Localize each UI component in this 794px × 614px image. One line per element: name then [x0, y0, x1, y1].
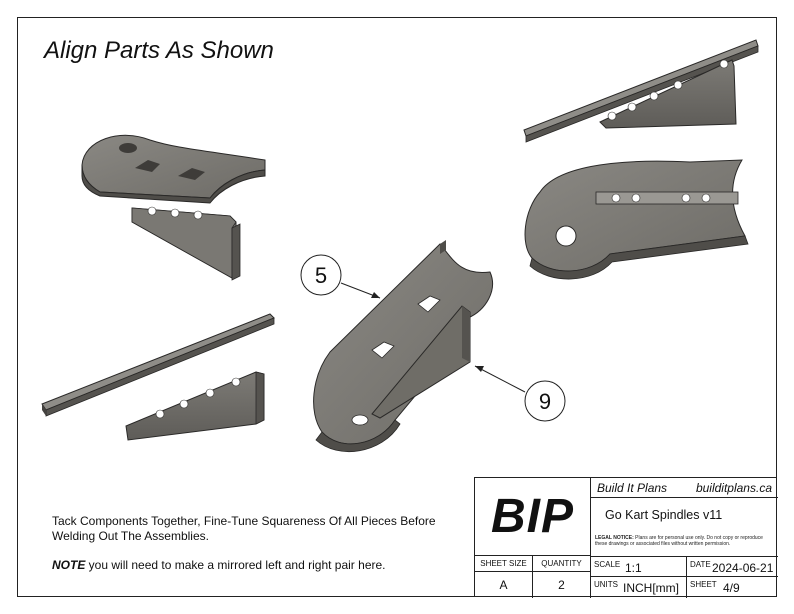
exploded-bar: [41, 313, 275, 417]
exploded-gusset: [131, 206, 241, 281]
sheet-number-cell: SHEET 4/9: [687, 577, 778, 598]
callout-9: 9: [474, 365, 566, 422]
sheet-border: [17, 17, 777, 597]
date-cell: DATE 2024-06-21: [687, 556, 778, 577]
exploded-arm-plate: [81, 134, 266, 204]
quantity-label: QUANTITY: [533, 559, 590, 572]
sheet-size-value: A: [499, 578, 508, 592]
sheet-number-value: 4/9: [723, 581, 740, 595]
callout-5-label: 5: [315, 263, 327, 288]
company-row: Build It Plans builditplans.ca: [591, 478, 778, 498]
title-block: BIP Build It Plans builditplans.ca Go Ka…: [474, 477, 778, 598]
note-text: you will need to make a mirrored left an…: [85, 558, 386, 572]
company-website: builditplans.ca: [695, 481, 772, 495]
sheet-size-label: SHEET SIZE: [475, 559, 532, 572]
sheet-number-label: SHEET: [690, 580, 717, 589]
scale-value: 1:1: [625, 561, 642, 575]
assembled-spindle: [313, 240, 493, 453]
front-view-plate: [524, 159, 749, 280]
instruction-text: Tack Components Together, Fine-Tune Squa…: [52, 514, 436, 543]
sheet-size-cell: SHEET SIZE A: [475, 556, 533, 598]
units-value: INCH[mm]: [623, 581, 679, 595]
side-view-bar: [523, 39, 759, 143]
scale-label: SCALE: [594, 560, 621, 569]
company-logo: BIP: [475, 478, 591, 556]
callout-5: 5: [300, 254, 381, 299]
company-name: Build It Plans: [597, 481, 668, 495]
note-line: NOTE you will need to make a mirrored le…: [52, 558, 386, 572]
exploded-gusset-2: [125, 371, 265, 441]
legal-notice: LEGAL NOTICE: Plans are for personal use…: [595, 535, 775, 556]
quantity-value: 2: [558, 578, 565, 592]
units-cell: UNITS INCH[mm]: [591, 577, 687, 598]
callout-9-label: 9: [539, 389, 551, 414]
legal-label: LEGAL NOTICE:: [595, 535, 634, 541]
project-name: Go Kart Spindles v11: [605, 508, 723, 522]
legal-text: Plans are for personal use only. Do not …: [595, 535, 763, 547]
drawing-title: Align Parts As Shown: [44, 37, 274, 64]
date-label: DATE: [690, 560, 711, 569]
date-value: 2024-06-21: [712, 561, 774, 575]
note-label: NOTE: [52, 558, 86, 572]
scale-cell: SCALE 1:1: [591, 556, 687, 577]
quantity-cell: QUANTITY 2: [533, 556, 591, 598]
units-label: UNITS: [594, 580, 618, 589]
